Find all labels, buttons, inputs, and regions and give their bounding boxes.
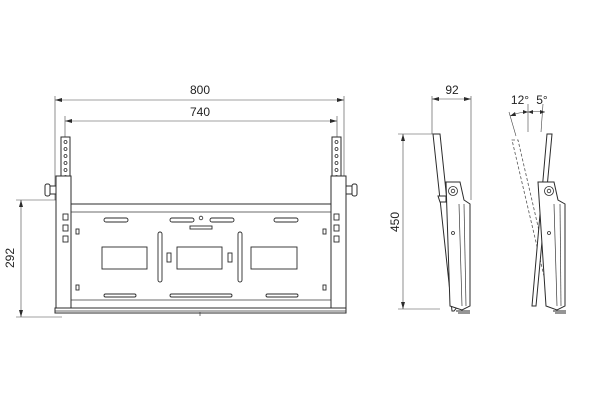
front-view: 800 740 292 (3, 83, 358, 318)
dimension-height-450: 450 (388, 133, 440, 310)
side-view: 92 450 (388, 83, 472, 314)
right-knob (345, 183, 358, 197)
right-arm (330, 136, 347, 313)
dimension-label-740: 740 (190, 105, 210, 119)
dimension-overall-width: 800 (54, 83, 345, 200)
wall-plate (70, 203, 332, 309)
dimension-label-800: 800 (190, 83, 210, 97)
dimension-depth: 92 (431, 83, 472, 200)
tilt-view: 12° 5° (508, 93, 566, 314)
dimension-label-12-degrees: 12° (511, 93, 529, 107)
bottom-rail (54, 307, 347, 316)
dimension-label-92: 92 (445, 83, 459, 97)
dimension-hole-span: 740 (64, 105, 338, 138)
dimension-label-450: 450 (388, 212, 402, 232)
dimension-label-292: 292 (3, 248, 17, 268)
left-knob (44, 183, 57, 197)
dimension-label-5-degrees: 5° (536, 93, 548, 107)
side-bracket (432, 133, 471, 314)
tilt-bracket (531, 133, 566, 314)
dimension-height-292: 292 (3, 199, 62, 318)
dimension-tilt-angles: 12° 5° (508, 93, 548, 137)
left-arm (55, 136, 72, 313)
